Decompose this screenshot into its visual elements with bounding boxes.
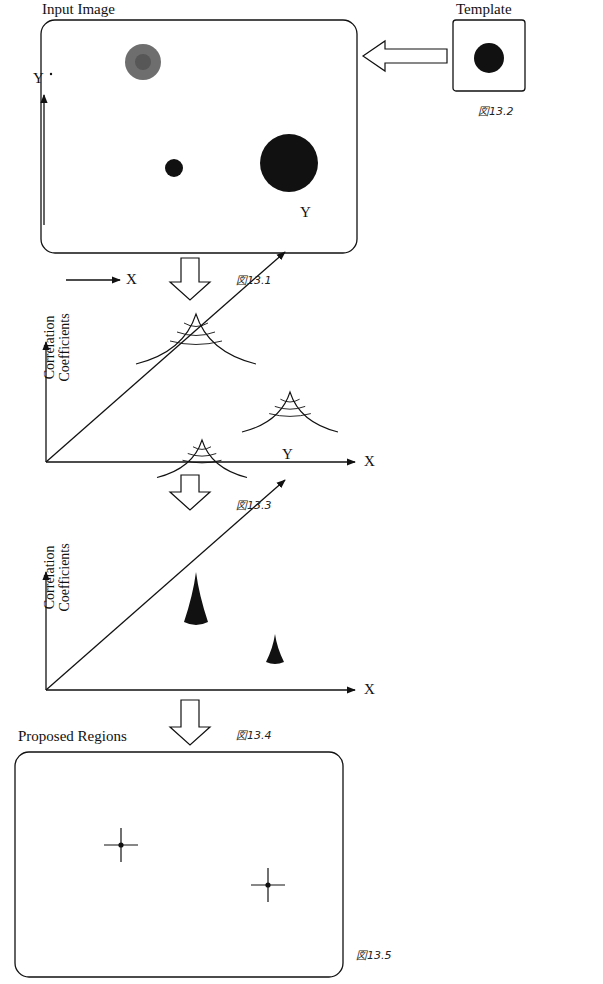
hollow-arrow	[363, 41, 447, 71]
figure-number: 図13.4	[236, 728, 272, 743]
small-disk	[165, 159, 183, 177]
template-disk	[474, 43, 504, 73]
frame-heading: Input Image	[40, 1, 117, 18]
axis-label: Y	[33, 70, 44, 87]
large-disk	[260, 134, 318, 192]
x-axis-arrow	[66, 279, 120, 280]
axis-label: X	[364, 453, 375, 470]
figure-number: 図13.1	[236, 273, 272, 288]
figure-number: 図13.5	[356, 948, 392, 963]
frame-outline	[14, 726, 344, 978]
axis-label: Y	[282, 446, 293, 463]
figure-number: 図13.2	[478, 104, 514, 119]
detected-point	[118, 842, 123, 847]
axis-label: X	[126, 271, 137, 288]
detected-point	[265, 882, 270, 887]
frame-heading: Template	[454, 1, 514, 18]
y-axis-arrow	[43, 95, 44, 225]
figure-number: 図13.3	[236, 498, 272, 513]
process-arrow	[170, 700, 210, 745]
y-axis	[46, 480, 285, 690]
axis-title: Correlation Coefficients	[41, 527, 72, 627]
axis-title: Correlation Coefficients	[41, 297, 72, 397]
frame-heading: Proposed Regions	[16, 728, 129, 745]
process-arrow	[170, 475, 210, 510]
image-frame: Proposed Regions	[14, 726, 344, 978]
cross-mark	[251, 868, 285, 902]
thresholded-peak	[184, 572, 208, 625]
grey-disk	[125, 44, 161, 80]
axis-label: Y	[300, 204, 311, 221]
image-frame: Template	[452, 0, 526, 92]
axis-label: X	[364, 681, 375, 698]
x-axis	[46, 689, 355, 690]
thresholded-peak	[266, 634, 284, 664]
grey-disk-core	[135, 54, 151, 70]
process-arrow	[170, 258, 210, 300]
cross-mark	[104, 828, 138, 862]
correlation-peaks	[136, 314, 338, 478]
dot	[50, 73, 52, 75]
